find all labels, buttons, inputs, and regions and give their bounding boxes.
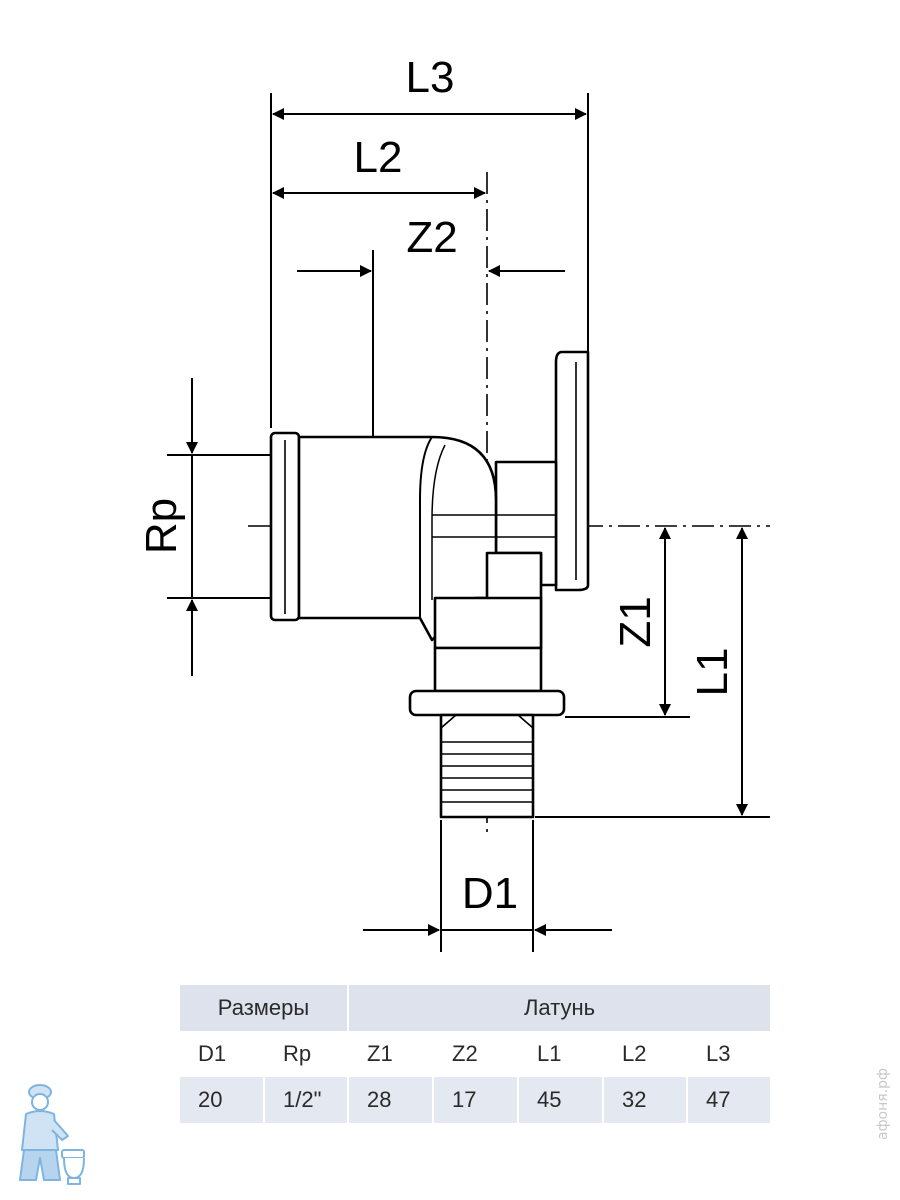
dim-l3-label: L3 (406, 53, 455, 102)
col-d1: D1 (180, 1031, 265, 1077)
dim-l1-label: L1 (688, 648, 737, 697)
dimensions-table: Размеры Латунь D1 Rp Z1 Z2 L1 L2 L3 20 1… (180, 985, 772, 1123)
sleeve-collar (408, 689, 566, 717)
header-material: Латунь (349, 985, 772, 1031)
col-l2: L2 (604, 1031, 688, 1077)
dimension-lines (186, 108, 748, 936)
col-z1: Z1 (349, 1031, 434, 1077)
col-l1: L1 (519, 1031, 604, 1077)
val-l2: 32 (604, 1077, 688, 1123)
val-d1: 20 (180, 1077, 265, 1123)
col-l3: L3 (688, 1031, 772, 1077)
dim-rp-label: Rp (137, 498, 186, 554)
plumber-mascot-icon (19, 1084, 85, 1185)
dim-l2-label: L2 (354, 133, 403, 182)
val-l1: 45 (519, 1077, 604, 1123)
val-l3: 47 (688, 1077, 772, 1123)
dim-z1-label: Z1 (611, 596, 660, 647)
site-watermark: афоня.рф (875, 1068, 891, 1140)
elbow-fitting-body (269, 350, 590, 819)
dim-z2-label: Z2 (406, 213, 457, 262)
dim-d1-label: D1 (462, 869, 518, 918)
table-row: 20 1/2" 28 17 45 32 47 (180, 1077, 772, 1123)
extension-lines (167, 93, 770, 952)
val-rp: 1/2" (265, 1077, 349, 1123)
val-z2: 17 (434, 1077, 519, 1123)
mounting-plate (554, 350, 590, 592)
col-rp: Rp (265, 1031, 349, 1077)
table-header-row: Размеры Латунь (180, 985, 772, 1031)
val-z1: 28 (349, 1077, 434, 1123)
table-columns-row: D1 Rp Z1 Z2 L1 L2 L3 (180, 1031, 772, 1077)
header-sizes: Размеры (180, 985, 349, 1031)
col-z2: Z2 (434, 1031, 519, 1077)
sleeve-neck (433, 646, 543, 693)
fitting-technical-drawing: L3 L2 Z2 Rp Z1 L1 D1 (137, 53, 770, 952)
